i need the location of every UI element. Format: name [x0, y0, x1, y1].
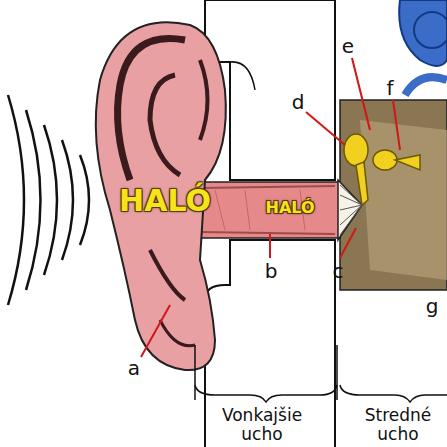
ossicles — [344, 134, 420, 205]
middle-ear-shade — [360, 120, 447, 280]
middle-ear — [340, 100, 447, 290]
sound-waves — [8, 95, 89, 305]
part-letter: e — [342, 35, 354, 57]
part-letter: a — [128, 357, 140, 379]
part-letter: c — [333, 260, 344, 282]
region-name: Vonkajšie ucho — [217, 406, 307, 443]
region-brackets — [195, 345, 447, 402]
sound-text: HALÓ — [119, 184, 211, 217]
cochlea — [399, 0, 447, 95]
ear-canal — [195, 182, 340, 238]
part-letter: f — [386, 77, 393, 99]
part-letter: d — [292, 91, 305, 113]
sound-text: HALÓ — [266, 199, 315, 217]
eardrum — [338, 180, 362, 240]
part-letter: g — [426, 295, 439, 317]
region-name: Stredné ucho — [358, 406, 438, 443]
pinna — [96, 22, 226, 370]
part-letter: b — [265, 260, 278, 282]
